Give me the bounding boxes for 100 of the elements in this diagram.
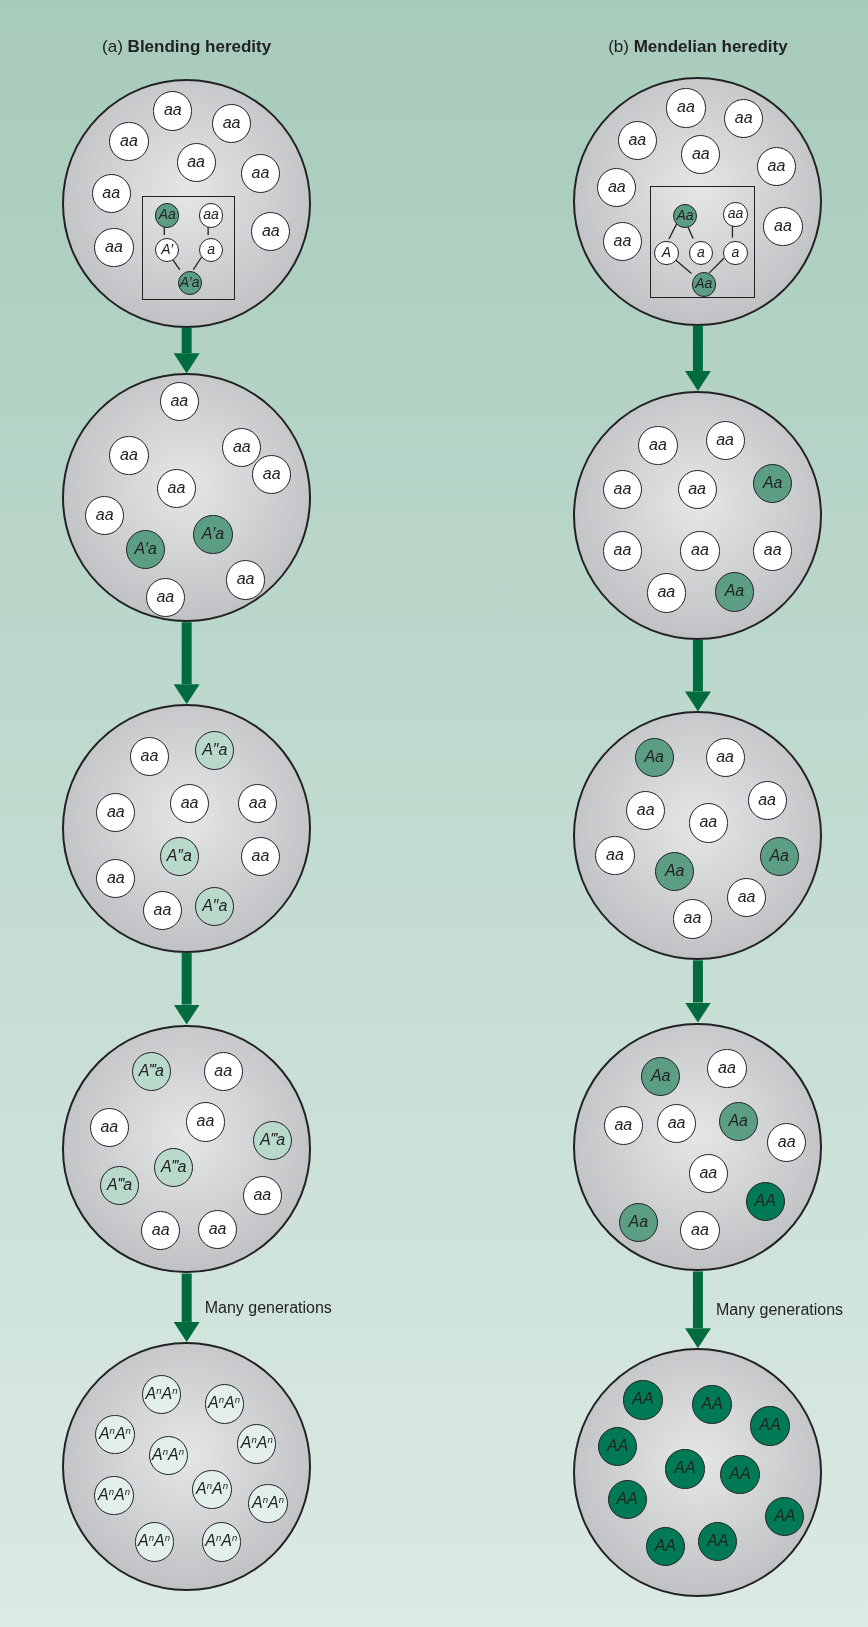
genotype-circle: aa: [672, 899, 713, 939]
genotype-circle: aa: [170, 783, 210, 824]
genotype-circle: AA: [665, 1449, 705, 1489]
genotype-circle: aa: [85, 496, 125, 536]
genotype-circle: A: [654, 240, 679, 265]
genotype-circle: A$^{n}$A$^{n}$: [248, 1484, 288, 1524]
genotype-circle: A$^{n}$A$^{n}$: [237, 1424, 277, 1464]
genotype-circle: aa: [638, 425, 678, 466]
genotype-circle: aa: [597, 167, 637, 207]
column-heading: (a) Blending heredity: [102, 36, 272, 57]
inset-box: [142, 195, 236, 300]
genotype-circle: aa: [96, 858, 136, 898]
genotype-circle: A$^{n}$A$^{n}$: [94, 1475, 134, 1515]
genotype-circle: AA: [765, 1497, 805, 1537]
genotype-circle: AA: [692, 1385, 732, 1425]
genotype-circle: A″a: [159, 837, 199, 877]
genotype-circle: aa: [767, 1122, 807, 1162]
genotype-circle: aa: [602, 531, 643, 571]
genotype-circle: aa: [753, 531, 793, 571]
genotype-circle: aa: [212, 103, 252, 143]
genotype-circle: aa: [203, 1052, 243, 1092]
genotype-circle: Aa: [618, 1203, 658, 1243]
arrow: [684, 960, 711, 1023]
genotype-circle: aa: [238, 783, 278, 824]
arrow: [684, 639, 711, 712]
column-heading: (b) Mendelian heredity: [608, 36, 788, 57]
genotype-circle: aa: [185, 1102, 226, 1142]
genotype-circle: A′a: [126, 529, 166, 569]
genotype-circle: AA: [745, 1181, 785, 1221]
edge-label: Many generations: [715, 1300, 844, 1319]
genotype-circle: aa: [96, 793, 136, 833]
genotype-circle: A′a: [177, 270, 202, 295]
genotype-circle: aa: [145, 578, 185, 618]
genotype-circle: aa: [666, 88, 706, 128]
genotype-circle: aa: [724, 98, 764, 138]
genotype-circle: A″a: [195, 730, 235, 770]
genotype-circle: Aa: [718, 1102, 758, 1142]
genotype-circle: aa: [595, 835, 635, 876]
genotype-circle: A′: [155, 238, 180, 263]
genotype-circle: Aa: [655, 851, 695, 892]
genotype-circle: aa: [222, 427, 262, 468]
genotype-circle: aa: [252, 454, 292, 495]
genotype-circle: aa: [251, 211, 291, 251]
genotype-circle: aa: [240, 837, 281, 877]
genotype-circle: a: [723, 240, 748, 265]
genotype-circle: Aa: [634, 737, 674, 778]
genotype-circle: a: [688, 240, 714, 265]
genotype-circle: A$^{n}$A$^{n}$: [142, 1375, 182, 1415]
genotype-circle: Aa: [641, 1056, 681, 1096]
genotype-circle: aa: [688, 1153, 728, 1193]
genotype-circle: aa: [680, 531, 720, 571]
genotype-circle: aa: [626, 791, 666, 831]
genotype-circle: AA: [645, 1526, 685, 1567]
arrow: [173, 1273, 200, 1342]
genotype-circle: AA: [623, 1380, 663, 1420]
arrow: [173, 622, 200, 705]
genotype-circle: aa: [142, 891, 183, 931]
genotype-circle: aa: [646, 573, 686, 613]
genotype-circle: aa: [240, 153, 281, 194]
connector-line: [192, 256, 203, 271]
genotype-circle: aa: [656, 1104, 697, 1144]
connector-line: [668, 223, 678, 240]
arrow: [173, 327, 200, 374]
genotype-circle: A′a: [193, 514, 233, 554]
genotype-circle: aa: [726, 877, 767, 918]
genotype-circle: aa: [242, 1176, 282, 1216]
genotype-circle: aa: [602, 221, 643, 262]
genotype-circle: A‴a: [100, 1165, 140, 1206]
genotype-circle: aa: [723, 202, 748, 227]
genotype-circle: aa: [159, 382, 199, 422]
genotype-circle: AA: [607, 1480, 647, 1520]
inset-box: [650, 186, 755, 299]
genotype-circle: aa: [109, 122, 149, 162]
genotype-circle: aa: [89, 1108, 129, 1148]
genotype-circle: aa: [688, 803, 728, 843]
genotype-circle: A$^{n}$A$^{n}$: [204, 1384, 244, 1424]
genotype-circle: A‴a: [131, 1052, 171, 1092]
genotype-circle: aa: [681, 135, 721, 175]
edge-label: Many generations: [204, 1298, 332, 1317]
genotype-circle: aa: [680, 1210, 720, 1250]
genotype-circle: aa: [677, 469, 717, 509]
genotype-circle: A$^{n}$A$^{n}$: [201, 1522, 241, 1562]
genotype-circle: aa: [747, 780, 787, 821]
genotype-circle: aa: [705, 737, 745, 778]
genotype-circle: AA: [750, 1406, 790, 1446]
arrow: [173, 953, 200, 1025]
genotype-circle: Aa: [155, 203, 180, 228]
genotype-circle: aa: [602, 469, 643, 509]
genotype-circle: aa: [198, 1209, 238, 1249]
genotype-circle: aa: [705, 421, 745, 461]
arrow: [684, 1271, 711, 1349]
genotype-circle: aa: [156, 468, 197, 509]
genotype-circle: Aa: [672, 204, 698, 229]
genotype-circle: aa: [109, 436, 149, 476]
genotype-circle: aa: [91, 173, 131, 213]
arrow: [684, 325, 711, 391]
genotype-circle: AA: [598, 1427, 638, 1467]
genotype-circle: aa: [226, 560, 266, 600]
genotype-circle: aa: [763, 206, 803, 247]
genotype-circle: AA: [698, 1522, 738, 1562]
